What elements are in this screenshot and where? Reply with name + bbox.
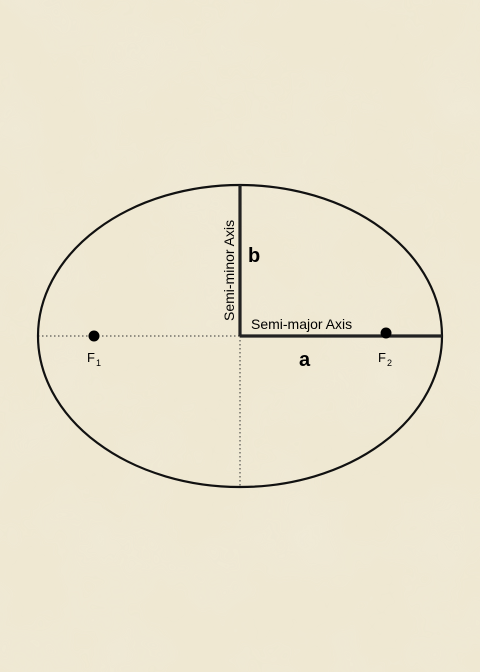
focus-1-dot: [88, 330, 100, 342]
focus-2-dot: [380, 327, 392, 339]
a-label: a: [299, 349, 311, 371]
focus-1-letter: F: [87, 350, 95, 365]
semi-minor-axis-label: Semi-minor Axis: [221, 220, 237, 321]
focus-2-subscript: 2: [387, 358, 392, 368]
b-label: b: [248, 245, 260, 267]
focus-2-letter: F: [378, 350, 386, 365]
semi-major-axis-label: Semi-major Axis: [251, 316, 352, 332]
focus-1-subscript: 1: [96, 358, 101, 368]
